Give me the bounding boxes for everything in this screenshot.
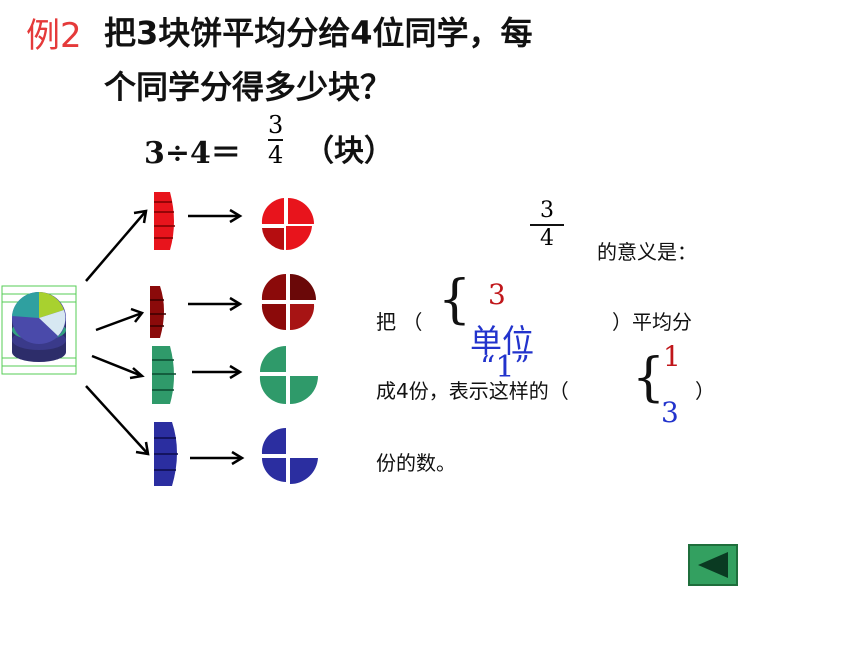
left-brace-icon: { [438,270,472,330]
fraction-bar [530,224,564,226]
equation-denominator: 4 [268,141,284,169]
problem-text-line2: 个同学分得多少块？ [104,68,393,106]
share-red [154,192,314,251]
explanation-line3-start: 成4份，表示这样的（ [376,379,569,403]
back-button[interactable] [688,544,738,586]
explanation-line3-end: ） [695,379,715,403]
equation-numerator: 3 [268,111,284,139]
answer-count-three: 3 [661,396,679,429]
share-green [152,346,318,405]
whole-pies-stack [1,285,77,375]
answer-unit-one: “1” [480,350,530,385]
answer-three: 3 [488,278,506,311]
meaning-fraction: 3 4 [530,200,564,250]
explanation-line2-end: ）平均分 [612,310,692,334]
branch-arrows [85,209,150,456]
share-blue [154,422,318,486]
explanation-line2-start: 把 （ [376,310,423,334]
meaning-numerator: 3 [540,198,554,223]
equation-lhs: 3÷4＝ [144,136,241,171]
left-brace-icon: { [632,348,666,408]
answer-count-one: 1 [663,340,681,373]
example-label: 例2 [26,16,82,56]
step-arrows [188,208,245,466]
explanation-line4: 份的数。 [376,451,456,475]
equation-unit: （块） [304,134,394,169]
pie-division-diagram [1,192,318,486]
share-dark-red [150,273,316,338]
meaning-label: 的意义是： [597,240,697,264]
problem-text-line1: 把3块饼平均分给4位同学，每 [104,14,533,52]
meaning-denominator: 4 [540,226,554,251]
answer-unit-word: 单位 [470,322,535,360]
left-triangle-icon [698,552,728,578]
fraction-bar [268,139,284,141]
equation-fraction: 3 4 [268,111,284,169]
